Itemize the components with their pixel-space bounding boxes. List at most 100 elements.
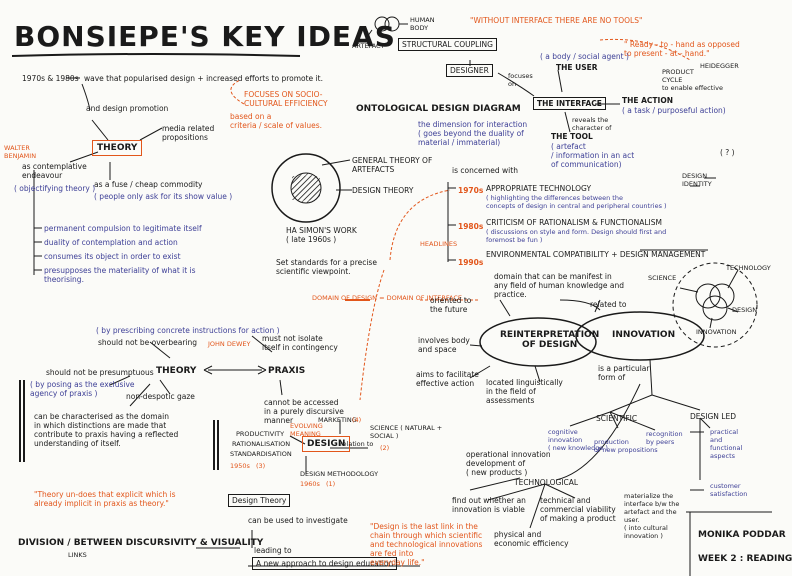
- science-venn-label: SCIENCE: [648, 274, 677, 282]
- leading-to: leading to: [254, 546, 292, 555]
- marketing-label: MARKETING: [318, 416, 357, 424]
- heidegger-label: HEIDEGGER: [700, 62, 739, 70]
- appropriate-note: ( highlighting the differences between t…: [486, 194, 667, 210]
- john-dewey: JOHN DEWEY: [208, 340, 251, 348]
- relation-to: relation to: [340, 440, 374, 448]
- non-despotic-gaze: non-despotic gaze: [126, 392, 195, 401]
- artefact-label: ARTEFACT: [352, 42, 385, 50]
- decade-1970s: 1970s: [458, 186, 484, 195]
- fuse-note: ( people only ask for its show value ): [94, 192, 233, 201]
- design-promotion: and design promotion: [86, 104, 169, 113]
- fuse-commodity: as a fuse / cheap commodity: [94, 180, 203, 189]
- n4-label: (4): [352, 416, 362, 424]
- design-venn-label: DESIGN: [732, 306, 758, 314]
- investigate-text: can be used to investigate: [248, 516, 348, 525]
- appropriate-technology: APPROPRIATE TECHNOLOGY: [486, 184, 592, 193]
- wave-text: wave that popularised design + increased…: [84, 74, 323, 83]
- related-to: related to: [590, 300, 627, 309]
- decades-label: 1970s & 1980s: [22, 74, 79, 83]
- science-natural-social: SCIENCE ( NATURAL +SOCIAL ): [370, 424, 443, 440]
- not-presumptuous: should not be presumptuous: [46, 368, 154, 377]
- criticism-note: ( discussions on style and form. Design …: [486, 228, 667, 244]
- design-box: DESIGN: [302, 436, 351, 452]
- the-user: THE USER: [556, 63, 598, 72]
- technological-branch: TECHNOLOGICAL: [514, 478, 579, 487]
- the-action: THE ACTION: [622, 96, 673, 105]
- week-label: WEEK 2 : READING: [698, 554, 792, 564]
- n1-label: (1): [326, 480, 336, 488]
- standardisation-label: STANDARDISATION: [230, 450, 292, 458]
- dimension-note: the dimension for interaction( goes beyo…: [418, 120, 528, 147]
- productivity-label: PRODUCTIVITY: [236, 430, 285, 438]
- no-interface-quote: "WITHOUT INTERFACE THERE ARE NO TOOLS": [470, 16, 643, 25]
- innovation-venn-label: INNOVATION: [696, 328, 737, 336]
- division-discursivity-visuality: DIVISION / BETWEEN DISCURSIVITY & VISUAL…: [18, 538, 264, 548]
- question-mark: ( ? ): [720, 148, 735, 157]
- bullet-3: consumes its object in order to exist: [44, 252, 181, 261]
- praxis-situations: ( by prescribing concrete instructions f…: [96, 326, 280, 335]
- headlines-label: HEADLINES: [420, 240, 458, 248]
- socio-note: FOCUSES ON SOCIO-CULTURAL EFFICIENCY: [244, 90, 328, 108]
- action-note: ( a task / purposeful action): [622, 106, 726, 115]
- objectifying-theory: ( objectifying theory ): [14, 184, 96, 193]
- n3-label: (3): [256, 462, 266, 470]
- innovation-label: INNOVATION: [612, 330, 676, 340]
- environmental-compatibility: ENVIRONMENTAL COMPATIBILITY + DESIGN MAN…: [486, 250, 706, 259]
- not-overbearing: should not be overbearing: [98, 338, 198, 347]
- theory-box: THEORY: [92, 140, 143, 156]
- ontological-diagram-title: ONTOLOGICAL DESIGN DIAGRAM: [356, 104, 521, 114]
- bullet-2: duality of contemplation and action: [44, 238, 178, 247]
- the-interface-box: THE INTERFACE: [533, 97, 606, 110]
- praxis-label: PRAXIS: [268, 366, 306, 376]
- theory-label: THEORY: [156, 366, 197, 376]
- concerned-with: is concerned with: [452, 166, 518, 175]
- the-tool: THE TOOL: [551, 132, 593, 141]
- new-approach-box: A new approach to design education: [252, 557, 398, 570]
- design-led-branch: DESIGN LED: [690, 412, 736, 421]
- page-title: BONSIEPE'S KEY IDEAS: [14, 20, 396, 53]
- title-underline: [11, 53, 301, 57]
- year-1960s: 1960s: [300, 480, 320, 488]
- domain-note: DOMAIN OF DESIGN = DOMAIN OF INTERFACE: [312, 294, 463, 302]
- criticism-rationalism: CRITICISM OF RATIONALISM & FUNCTIONALISM: [486, 218, 662, 227]
- rationalisation-label: RATIONALISATION: [232, 440, 291, 448]
- simon-work: HA SIMON'S WORK( late 1960s ): [286, 226, 357, 244]
- decade-1980s: 1980s: [458, 222, 484, 231]
- scientific-branch: SCIENTIFIC: [596, 414, 638, 423]
- n2-label: (2): [380, 444, 390, 452]
- bullet-1: permanent compulsion to legitimate itsel…: [44, 224, 202, 233]
- design-methodology: DESIGN METHODOLOGY: [300, 470, 379, 478]
- sketchnote-sheet: BONSIEPE'S KEY IDEAS 1970s & 1980s wave …: [4, 16, 792, 576]
